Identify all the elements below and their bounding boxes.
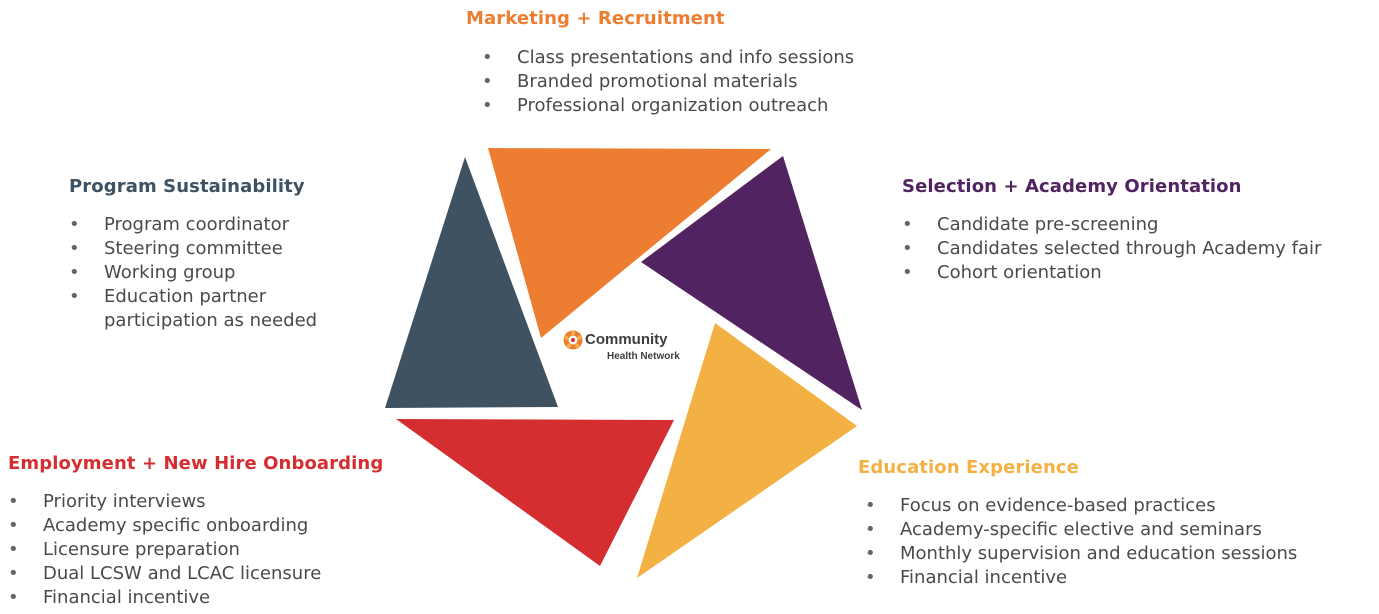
sustainability-title: Program Sustainability	[69, 176, 305, 197]
marketing-list: Class presentations and info sessions Br…	[482, 46, 854, 118]
selection-segment	[641, 156, 862, 410]
employment-section: Employment + New Hire Onboarding Priorit…	[8, 452, 383, 610]
list-item: Priority interviews	[8, 490, 383, 514]
list-item: Steering committee	[69, 237, 317, 261]
list-item: Class presentations and info sessions	[482, 46, 854, 70]
list-item: Cohort orientation	[902, 261, 1321, 285]
list-item: Academy-specific elective and seminars	[865, 518, 1297, 542]
list-item: Candidate pre-screening	[902, 213, 1321, 237]
list-item: Professional organization outreach	[482, 94, 854, 118]
list-item: Academy specific onboarding	[8, 514, 383, 538]
marketing-section: Marketing + Recruitment Class presentati…	[466, 7, 854, 118]
list-item-text: Education partner participation as neede…	[104, 286, 318, 331]
education-section: Education Experience Focus on evidence-b…	[858, 456, 1297, 590]
list-item: Candidates selected through Academy fair	[902, 237, 1321, 261]
list-item: Branded promotional materials	[482, 70, 854, 94]
community-health-network-logo-icon	[563, 330, 583, 350]
sustainability-list: Program coordinator Steering committee W…	[69, 213, 317, 333]
education-list: Focus on evidence-based practices Academ…	[865, 494, 1297, 590]
list-item: Focus on evidence-based practices	[865, 494, 1297, 518]
employment-segment	[396, 419, 674, 566]
list-item: Program coordinator	[69, 213, 317, 237]
list-item: Education partner participation as neede…	[69, 285, 317, 333]
list-item: Financial incentive	[865, 566, 1297, 590]
sustainability-segment	[385, 157, 558, 408]
list-item: Dual LCSW and LCAC licensure	[8, 562, 383, 586]
list-item: Licensure preparation	[8, 538, 383, 562]
selection-title: Selection + Academy Orientation	[902, 176, 1242, 197]
community-health-network-logo: Community Health Network	[563, 330, 680, 362]
logo-line-1: Community	[585, 331, 668, 348]
marketing-segment	[488, 148, 771, 338]
logo-line-2: Health Network	[607, 351, 680, 362]
employment-list: Priority interviews Academy specific onb…	[8, 490, 383, 610]
education-title: Education Experience	[858, 457, 1079, 478]
selection-section: Selection + Academy Orientation Candidat…	[902, 175, 1321, 285]
list-item: Working group	[69, 261, 317, 285]
selection-list: Candidate pre-screening Candidates selec…	[902, 213, 1321, 285]
sustainability-section: Program Sustainability Program coordinat…	[69, 175, 317, 333]
list-item: Monthly supervision and education sessio…	[865, 542, 1297, 566]
education-segment	[637, 323, 857, 578]
list-item: Financial incentive	[8, 586, 383, 610]
employment-title: Employment + New Hire Onboarding	[8, 453, 384, 474]
marketing-title: Marketing + Recruitment	[466, 8, 725, 29]
